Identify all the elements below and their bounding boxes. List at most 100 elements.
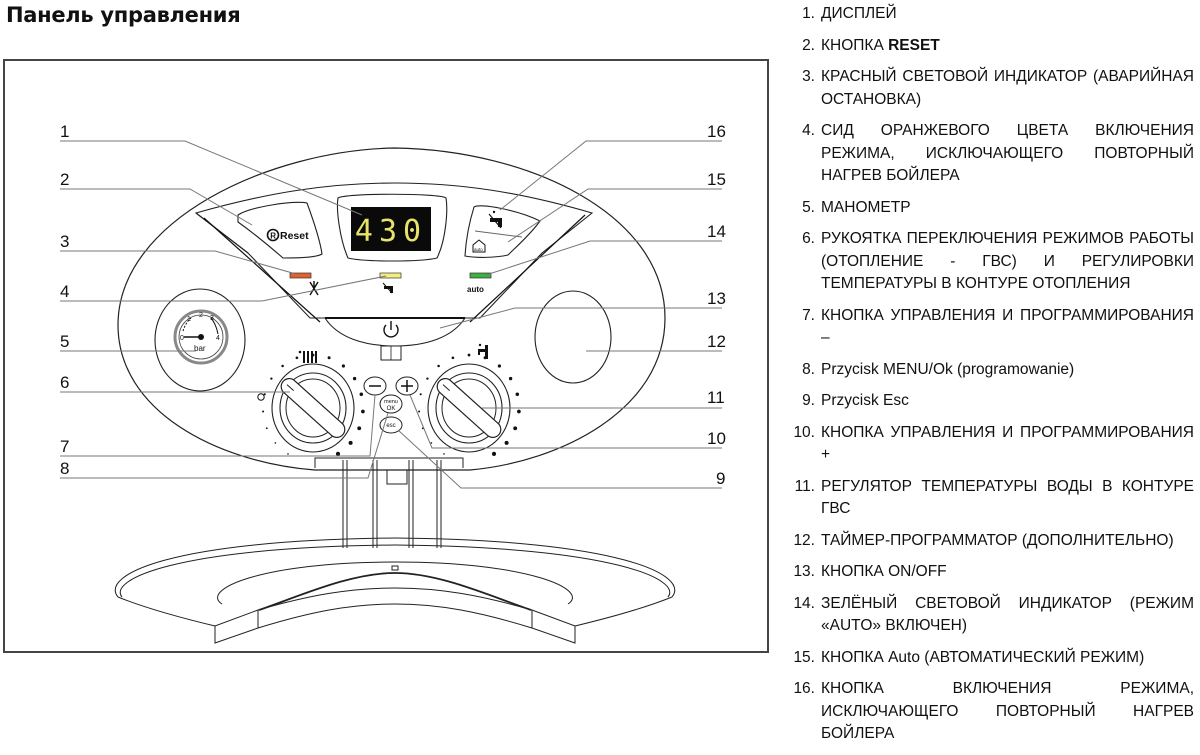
leader-line-9	[397, 429, 722, 489]
red-led-indicator	[289, 272, 312, 279]
timer-programmer-slot	[534, 290, 612, 384]
scale-dot	[515, 392, 520, 397]
scale-dot	[419, 393, 422, 396]
scale-dot	[262, 410, 265, 413]
svg-text:0: 0	[180, 335, 184, 342]
reset-button[interactable]	[237, 201, 323, 259]
legend-item: 7. КНОПКА УПРАВЛЕНИЯ И ПРОГРАММИРОВАНИЯ –	[786, 305, 1194, 350]
legend-item-number: 7.	[802, 306, 815, 324]
legend-item-number: 14.	[793, 594, 815, 612]
tap-crossed-small-icon	[382, 282, 393, 294]
callout-1: 1	[60, 122, 69, 141]
callout-11: 11	[707, 388, 725, 407]
auto-house-icon[interactable]: auto	[472, 239, 486, 253]
reset-label: Reset	[280, 230, 309, 242]
diagram-frame	[3, 59, 769, 653]
scale-dot	[352, 376, 357, 381]
callout-3: 3	[60, 232, 69, 251]
radiator-icon	[298, 350, 317, 363]
scale-dot	[508, 376, 513, 381]
legend-item-number: 3.	[802, 68, 815, 85]
scale-dot	[513, 426, 518, 431]
legend-item-number: 8.	[802, 360, 815, 378]
scale-dot	[418, 410, 421, 413]
legend-item-text: КНОПКА ВКЛЮЧЕНИЯ РЕЖИМА, ИСКЛЮЧАЮЩЕГО ПО…	[821, 680, 1194, 742]
yellow-led-indicator	[379, 272, 402, 279]
callout-13: 13	[707, 289, 726, 308]
plus-button[interactable]	[395, 376, 419, 396]
legend-item-number: 5.	[802, 198, 815, 216]
legend-item-number: 10.	[793, 423, 815, 441]
scale-dot	[357, 426, 362, 431]
legend-item-text: КНОПКА УПРАВЛЕНИЯ И ПРОГРАММИРОВАНИЯ +	[821, 423, 1194, 464]
scale-dot	[467, 353, 471, 357]
legend-item: 11.РЕГУЛЯТОР ТЕМПЕРАТУРЫ ВОДЫ В КОНТУРЕ …	[786, 476, 1194, 521]
svg-text:OK: OK	[387, 406, 396, 412]
legend-item: 4.СИД ОРАНЖЕВОГО ЦВЕТА ВКЛЮЧЕНИЯ РЕЖИМА,…	[786, 120, 1194, 188]
minus-button[interactable]	[363, 376, 387, 396]
leader-line-8	[60, 412, 389, 479]
legend-item-number: 1.	[802, 5, 815, 22]
heating-temperature-knob[interactable]	[262, 353, 365, 456]
legend-item-text: ТАЙМЕР-ПРОГРАММАТОР (ДОПОЛНИТЕЛЬНО)	[821, 531, 1174, 549]
scale-dot	[451, 356, 455, 360]
svg-text:2: 2	[199, 312, 203, 319]
legend-item-number: 15.	[793, 648, 815, 666]
tap-crossed-icon	[488, 210, 502, 229]
leader-line-13	[439, 307, 722, 329]
page-title: Панель управления	[6, 3, 241, 27]
callout-10: 10	[707, 429, 726, 448]
callout-7: 7	[60, 437, 69, 456]
legend-item-number: 2.	[802, 36, 815, 54]
legend-item: 5.МАНОМЕТР	[786, 197, 1194, 220]
scale-dot	[359, 392, 364, 397]
legend-item-number: 12.	[793, 531, 815, 549]
svg-text:3: 3	[210, 315, 214, 322]
legend-item: 14.ЗЕЛЁНЫЙ СВЕТОВОЙ ИНДИКАТОР (РЕЖИМ «AU…	[786, 593, 1194, 638]
legend-item-text: КНОПКА ON/OFF	[821, 563, 947, 580]
scale-dot	[443, 453, 445, 455]
callout-9: 9	[716, 469, 725, 488]
legend-item-text: Przycisk MENU/Ok (programowanie)	[821, 360, 1075, 378]
scale-dot	[348, 440, 353, 445]
legend-item: 1.ДИСПЛЕЙ	[786, 3, 1194, 26]
legend-item: 6.РУКОЯТКА ПЕРЕКЛЮЧЕНИЯ РЕЖИМОВ РАБОТЫ (…	[786, 228, 1194, 296]
scale-dot	[491, 451, 497, 456]
legend-item: 13. КНОПКА ON/OFF	[786, 561, 1194, 584]
legend-item: 3.КРАСНЫЙ СВЕТОВОЙ ИНДИКАТОР (АВАРИЙНАЯ …	[786, 66, 1194, 111]
legend-item-text: КНОПКА УПРАВЛЕНИЯ И ПРОГРАММИРОВАНИЯ –	[821, 306, 1194, 347]
callout-4: 4	[60, 282, 69, 301]
callout-12: 12	[707, 332, 726, 351]
legend-item-number: 16.	[793, 680, 815, 697]
svg-text:menu: menu	[384, 399, 398, 405]
auto-led-label: auto	[467, 285, 484, 294]
scale-dot	[311, 353, 315, 357]
mounting-bracket	[314, 457, 464, 548]
leader-line-3	[60, 250, 297, 275]
tap-icon	[478, 343, 488, 359]
legend-item-text: РЕГУЛЯТОР ТЕМПЕРАТУРЫ ВОДЫ В КОНТУРЕ ГВС	[821, 477, 1194, 518]
leader-line-16	[499, 140, 722, 211]
scale-dot	[327, 356, 331, 360]
leader-line-10	[409, 394, 722, 449]
scale-dot	[265, 427, 268, 430]
callout-14: 14	[707, 222, 726, 241]
green-led-indicator	[469, 272, 492, 279]
menu-ok-button[interactable]: menu OK	[379, 394, 403, 414]
scale-dot	[517, 409, 521, 414]
scale-dot	[504, 440, 509, 445]
leader-line-7	[60, 394, 376, 457]
callout-6: 6	[60, 373, 69, 392]
dhw-temperature-knob[interactable]	[418, 353, 521, 456]
legend-item-number: 13.	[793, 563, 815, 580]
scale-dot	[274, 442, 277, 444]
bottom-tray	[114, 537, 676, 644]
legend-item-text: Przycisk Esc	[821, 392, 909, 409]
leader-line-14	[485, 240, 722, 276]
scale-dot	[335, 451, 341, 456]
legend-item: 10. КНОПКА УПРАВЛЕНИЯ И ПРОГРАММИРОВАНИЯ …	[786, 422, 1194, 467]
leader-line-2	[60, 188, 253, 226]
legend-item-text: КНОПКА Auto (АВТОМАТИЧЕСКИЙ РЕЖИМ)	[821, 648, 1145, 666]
legend-item: 12. ТАЙМЕР-ПРОГРАММАТОР (ДОПОЛНИТЕЛЬНО)	[786, 530, 1194, 553]
